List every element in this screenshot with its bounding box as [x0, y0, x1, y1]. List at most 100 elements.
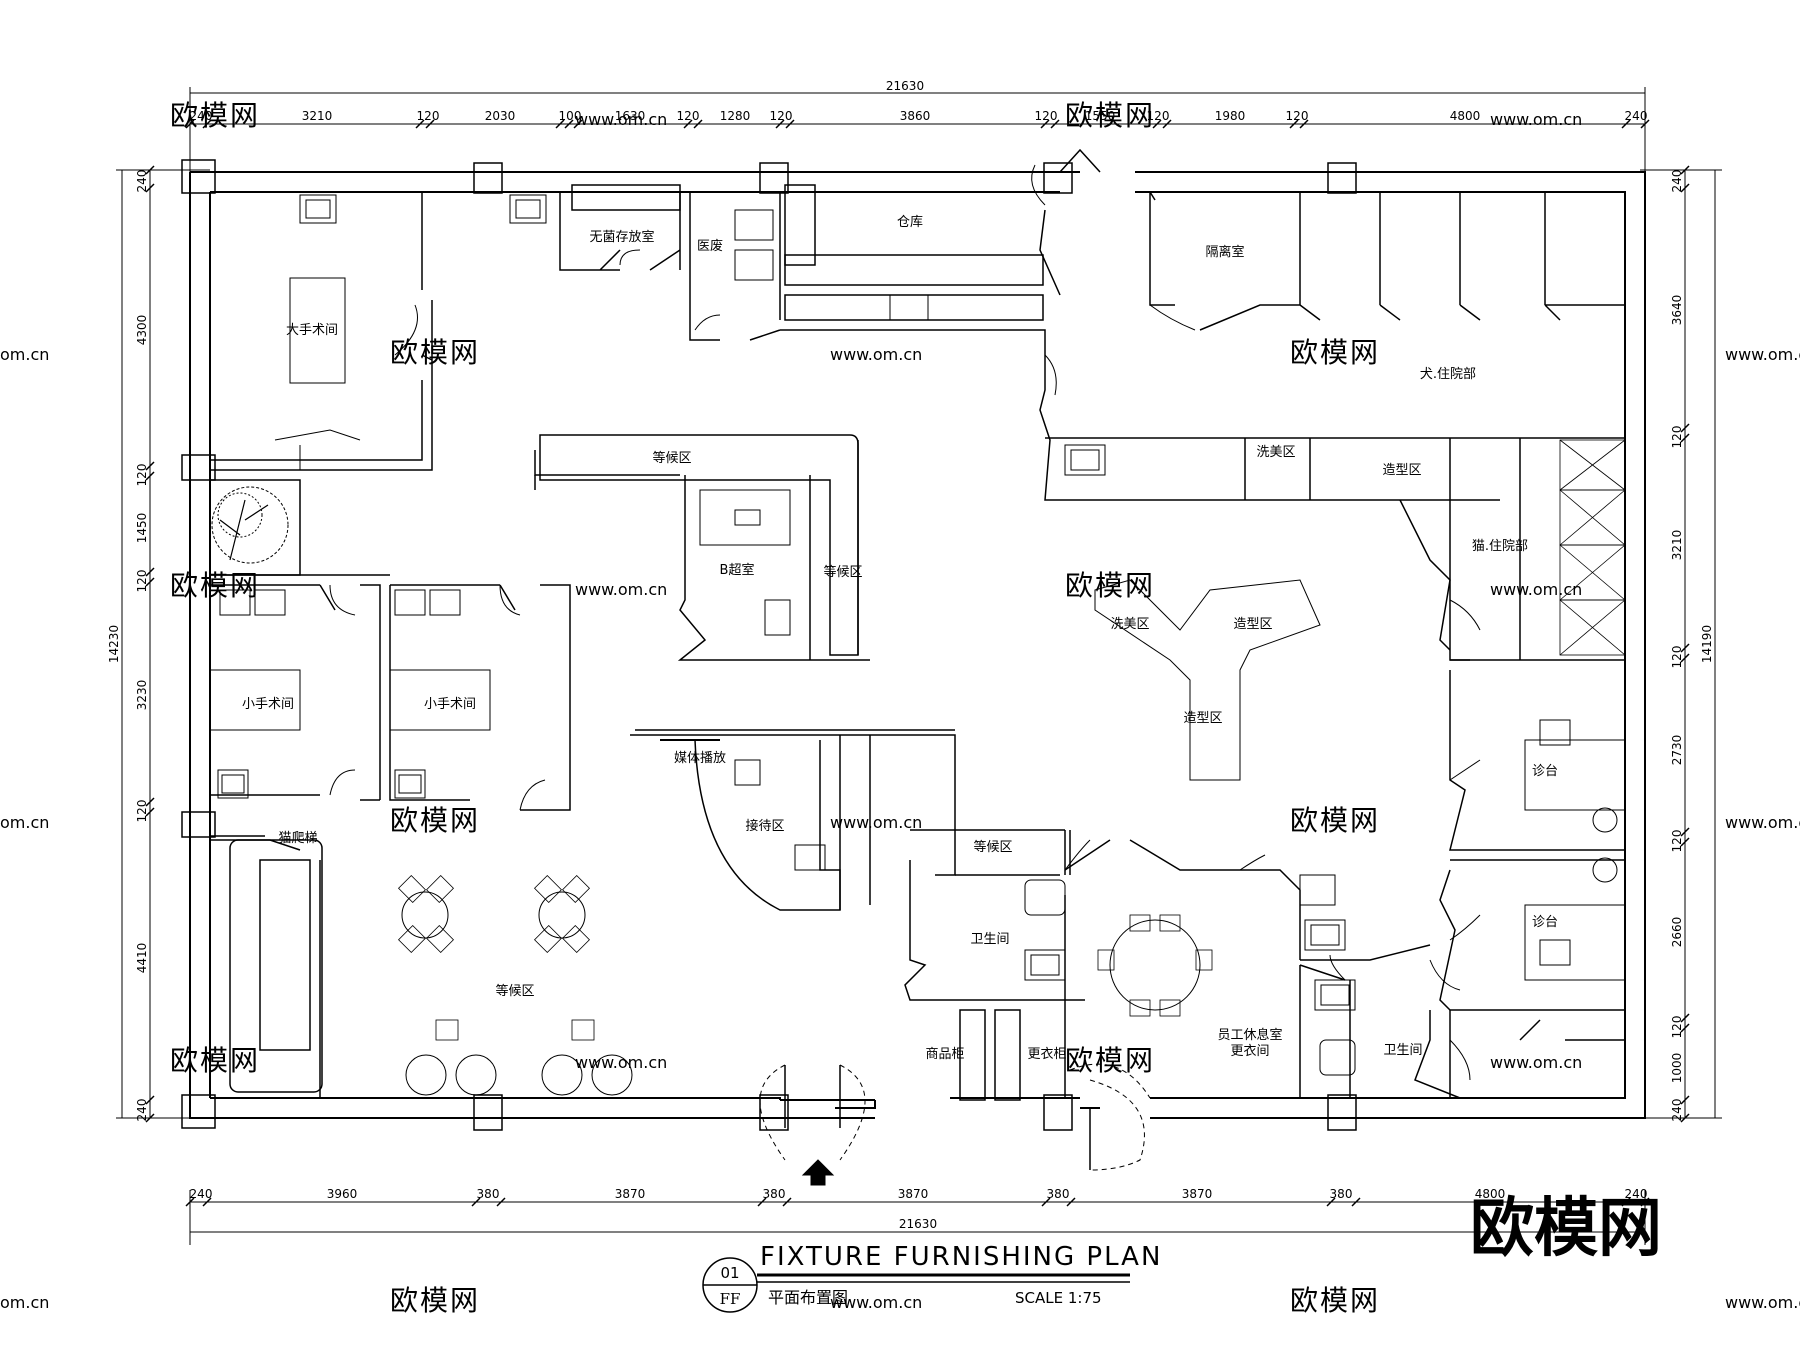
dim-top-seg: 1280 [720, 109, 751, 123]
watermark-url: www.om.cn [575, 110, 667, 129]
watermark-url: www.om.cn [1490, 580, 1582, 599]
watermark: 欧模网 [170, 569, 260, 602]
dim-left-seg: 1450 [135, 513, 149, 544]
dim-bottom-seg: 240 [190, 1187, 213, 1201]
dim-right-total: 14190 [1700, 625, 1714, 663]
label-minor-surgery-1: 小手术间 [242, 697, 294, 712]
dim-right-seg: 120 [1670, 830, 1684, 853]
watermark-url: www.om.cn [1725, 345, 1800, 364]
dim-top-total: 21630 [886, 79, 924, 93]
label-waiting-right: 等候区 [823, 564, 862, 580]
label-staff-room: 员工休息室 [1217, 1027, 1282, 1043]
label-medical-waste: 医废 [697, 238, 723, 254]
watermark-url: www.om.cn [830, 1293, 922, 1312]
watermark: 欧模网 [1290, 804, 1380, 837]
watermark: 欧模网 [1065, 99, 1155, 132]
label-reception: 接待区 [745, 818, 784, 834]
dim-bottom-seg: 3870 [615, 1187, 646, 1201]
watermark-url: om.cn [0, 813, 49, 832]
dim-left-seg: 120 [135, 464, 149, 487]
dim-top-seg: 120 [1147, 109, 1170, 123]
dim-bottom-seg: 380 [763, 1187, 786, 1201]
dim-top-seg: 3210 [302, 109, 333, 123]
dim-left-seg: 240 [135, 170, 149, 193]
interior-walls [210, 148, 1625, 1101]
label-exam-1: 诊台 [1532, 764, 1558, 779]
watermark-url: om.cn [0, 1293, 49, 1312]
label-styling-2: 造型区 [1233, 617, 1272, 632]
sheet-code: FF [720, 1290, 741, 1308]
title-chinese: 平面布置图 [768, 1288, 848, 1307]
watermark: 欧模网 [1065, 1044, 1155, 1077]
label-minor-surgery-2: 小手术间 [424, 697, 476, 712]
label-restroom-right: 卫生间 [1383, 1043, 1422, 1058]
label-cat-ward: 猫.住院部 [1472, 539, 1528, 554]
dimension-lines [116, 87, 1722, 1245]
watermark: 欧模网 [170, 99, 260, 132]
watermark: 欧模网 [1290, 1284, 1380, 1317]
dim-right-seg: 3640 [1670, 295, 1684, 326]
exterior-walls [189, 171, 1646, 1119]
dim-right-seg: 2660 [1670, 917, 1684, 948]
dim-top-seg: 1980 [1215, 109, 1246, 123]
label-cat-ladder: 猫爬梯 [278, 831, 317, 846]
watermark-url: www.om.cn [1725, 813, 1800, 832]
dim-bottom-seg: 4800 [1475, 1187, 1506, 1201]
dim-left-seg: 120 [135, 800, 149, 823]
watermark-large: 欧模网 [1470, 1192, 1662, 1266]
label-sterile-storage: 无菌存放室 [589, 229, 654, 245]
label-changing-room: 更衣间 [1230, 1043, 1269, 1059]
dim-bottom-seg: 3870 [898, 1187, 929, 1201]
dim-top-seg: 2030 [485, 109, 516, 123]
watermark: 欧模网 [170, 1044, 260, 1077]
label-waiting-main: 等候区 [495, 983, 534, 999]
dim-bottom-seg: 380 [1047, 1187, 1070, 1201]
dim-top-seg: 120 [1286, 109, 1309, 123]
title-english: FIXTURE FURNISHING PLAN [760, 1242, 1162, 1272]
label-media: 媒体播放 [674, 751, 726, 766]
label-exam-2: 诊台 [1532, 915, 1558, 930]
dim-top-seg: 4800 [1450, 109, 1481, 123]
watermark: 欧模网 [1065, 569, 1155, 602]
label-ultrasound: B超室 [720, 562, 755, 578]
label-wash-beauty-1: 洗美区 [1256, 445, 1295, 460]
label-waiting-top: 等候区 [652, 450, 691, 466]
watermark-url: www.om.cn [1490, 110, 1582, 129]
dimension-labels: 21630 240 3210 120 2030 100 1630 120 128… [107, 79, 1714, 1231]
dim-bottom-seg: 380 [477, 1187, 500, 1201]
dim-bottom-seg: 3870 [1182, 1187, 1213, 1201]
dim-right-seg: 240 [1670, 1099, 1684, 1122]
dim-right-seg: 1000 [1670, 1053, 1684, 1084]
label-merch-cabinet: 商品柜 [925, 1047, 964, 1062]
watermark: 欧模网 [390, 336, 480, 369]
dim-top-seg: 240 [190, 109, 213, 123]
label-waiting-mid: 等候区 [973, 839, 1012, 855]
label-wash-beauty-2: 洗美区 [1110, 617, 1149, 632]
label-locker: 更衣柜 [1027, 1046, 1066, 1062]
columns [181, 159, 1357, 1131]
label-styling-3: 造型区 [1183, 711, 1222, 726]
watermark-url: www.om.cn [830, 345, 922, 364]
dim-top-seg: 240 [1625, 109, 1648, 123]
dim-right-seg: 2730 [1670, 735, 1684, 766]
doors [329, 164, 1481, 1171]
dim-right-seg: 240 [1670, 170, 1684, 193]
label-major-surgery: 大手术间 [286, 323, 338, 338]
dim-top-seg: 3860 [900, 109, 931, 123]
dim-right-seg: 120 [1670, 426, 1684, 449]
dim-left-seg: 240 [135, 1099, 149, 1122]
label-restroom-mid: 卫生间 [970, 932, 1009, 947]
label-styling-1: 造型区 [1382, 463, 1421, 478]
title-block [702, 1257, 1130, 1313]
watermarks: 欧模网 欧模网 欧模网 欧模网 欧模网 欧模网 欧模网 欧模网 欧模网 欧模网 … [0, 99, 1800, 1317]
dim-top-seg: 100 [559, 109, 582, 123]
dim-bottom-seg: 380 [1330, 1187, 1353, 1201]
watermark-url: www.om.cn [575, 1053, 667, 1072]
dim-left-seg: 4300 [135, 315, 149, 346]
dim-right-seg: 120 [1670, 1016, 1684, 1039]
watermark-url: www.om.cn [1490, 1053, 1582, 1072]
dim-left-total: 14230 [107, 625, 121, 663]
label-isolation: 隔离室 [1205, 244, 1244, 260]
dim-top-seg: 120 [417, 109, 440, 123]
label-dog-ward: 犬.住院部 [1420, 367, 1476, 382]
